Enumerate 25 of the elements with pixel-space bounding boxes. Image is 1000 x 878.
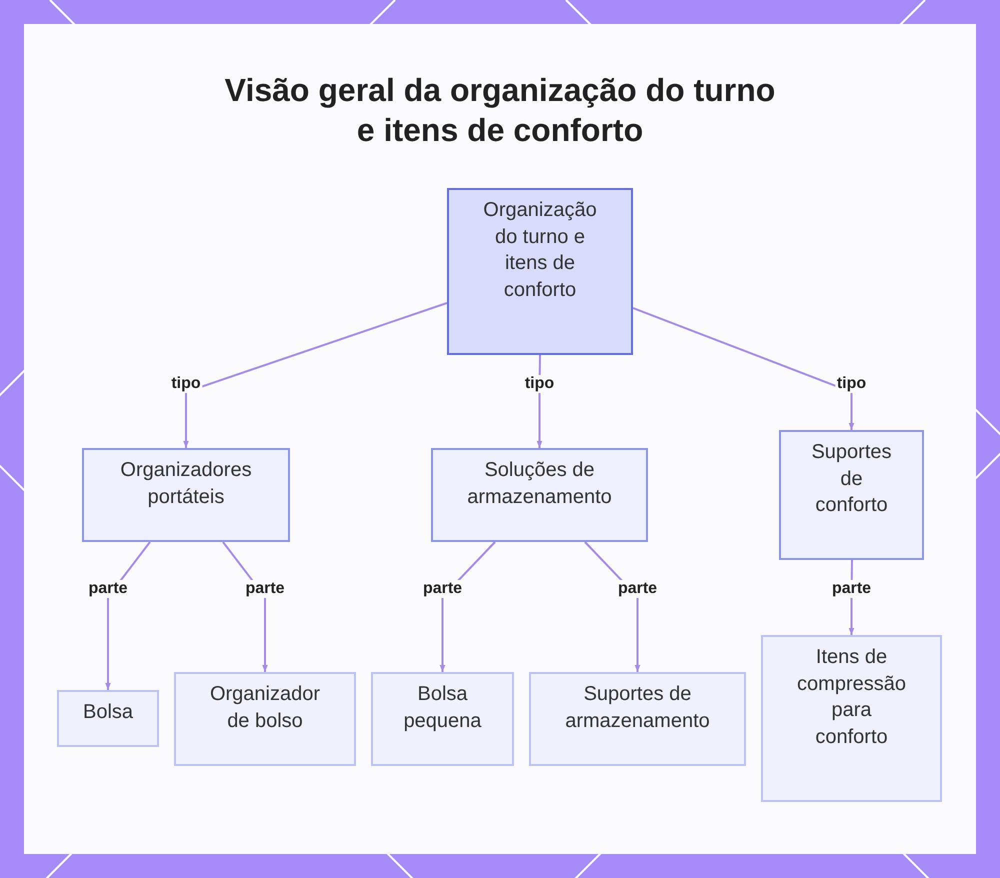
topic-box: [82, 448, 290, 542]
topic-label: Itens de compressão para conforto: [796, 645, 907, 750]
arrow: [183, 302, 448, 448]
topic-box: [174, 672, 356, 766]
topic-label: Organizadores portáteis: [119, 458, 253, 510]
topic-label: Organizador de bolso: [208, 682, 322, 734]
diagram-title: Visão geral da organização do turno e itens de conforto: [224, 71, 776, 150]
topic-box: [529, 672, 746, 766]
topic-label: Bolsa pequena: [402, 682, 482, 734]
topic-label: Organização do turno e itens de conforto: [482, 198, 598, 304]
topic-label: Suportes de conforto: [810, 440, 893, 518]
topic-box: [57, 690, 159, 747]
topic-label: Soluções de armazenamento: [466, 458, 613, 510]
topic-box: [761, 635, 942, 802]
topic-label: Bolsa: [82, 700, 134, 725]
topic-box: [779, 430, 924, 560]
topic-box: [431, 448, 648, 542]
topic-box: [371, 672, 514, 766]
arrow: [632, 307, 854, 430]
topic-label: Suportes de armazenamento: [564, 682, 711, 734]
edge-label: tipo: [169, 375, 203, 393]
topic-box: [447, 188, 633, 355]
edge-label: tipo: [834, 375, 868, 393]
edge-label: tipo: [522, 375, 556, 393]
arrow: [105, 541, 151, 690]
